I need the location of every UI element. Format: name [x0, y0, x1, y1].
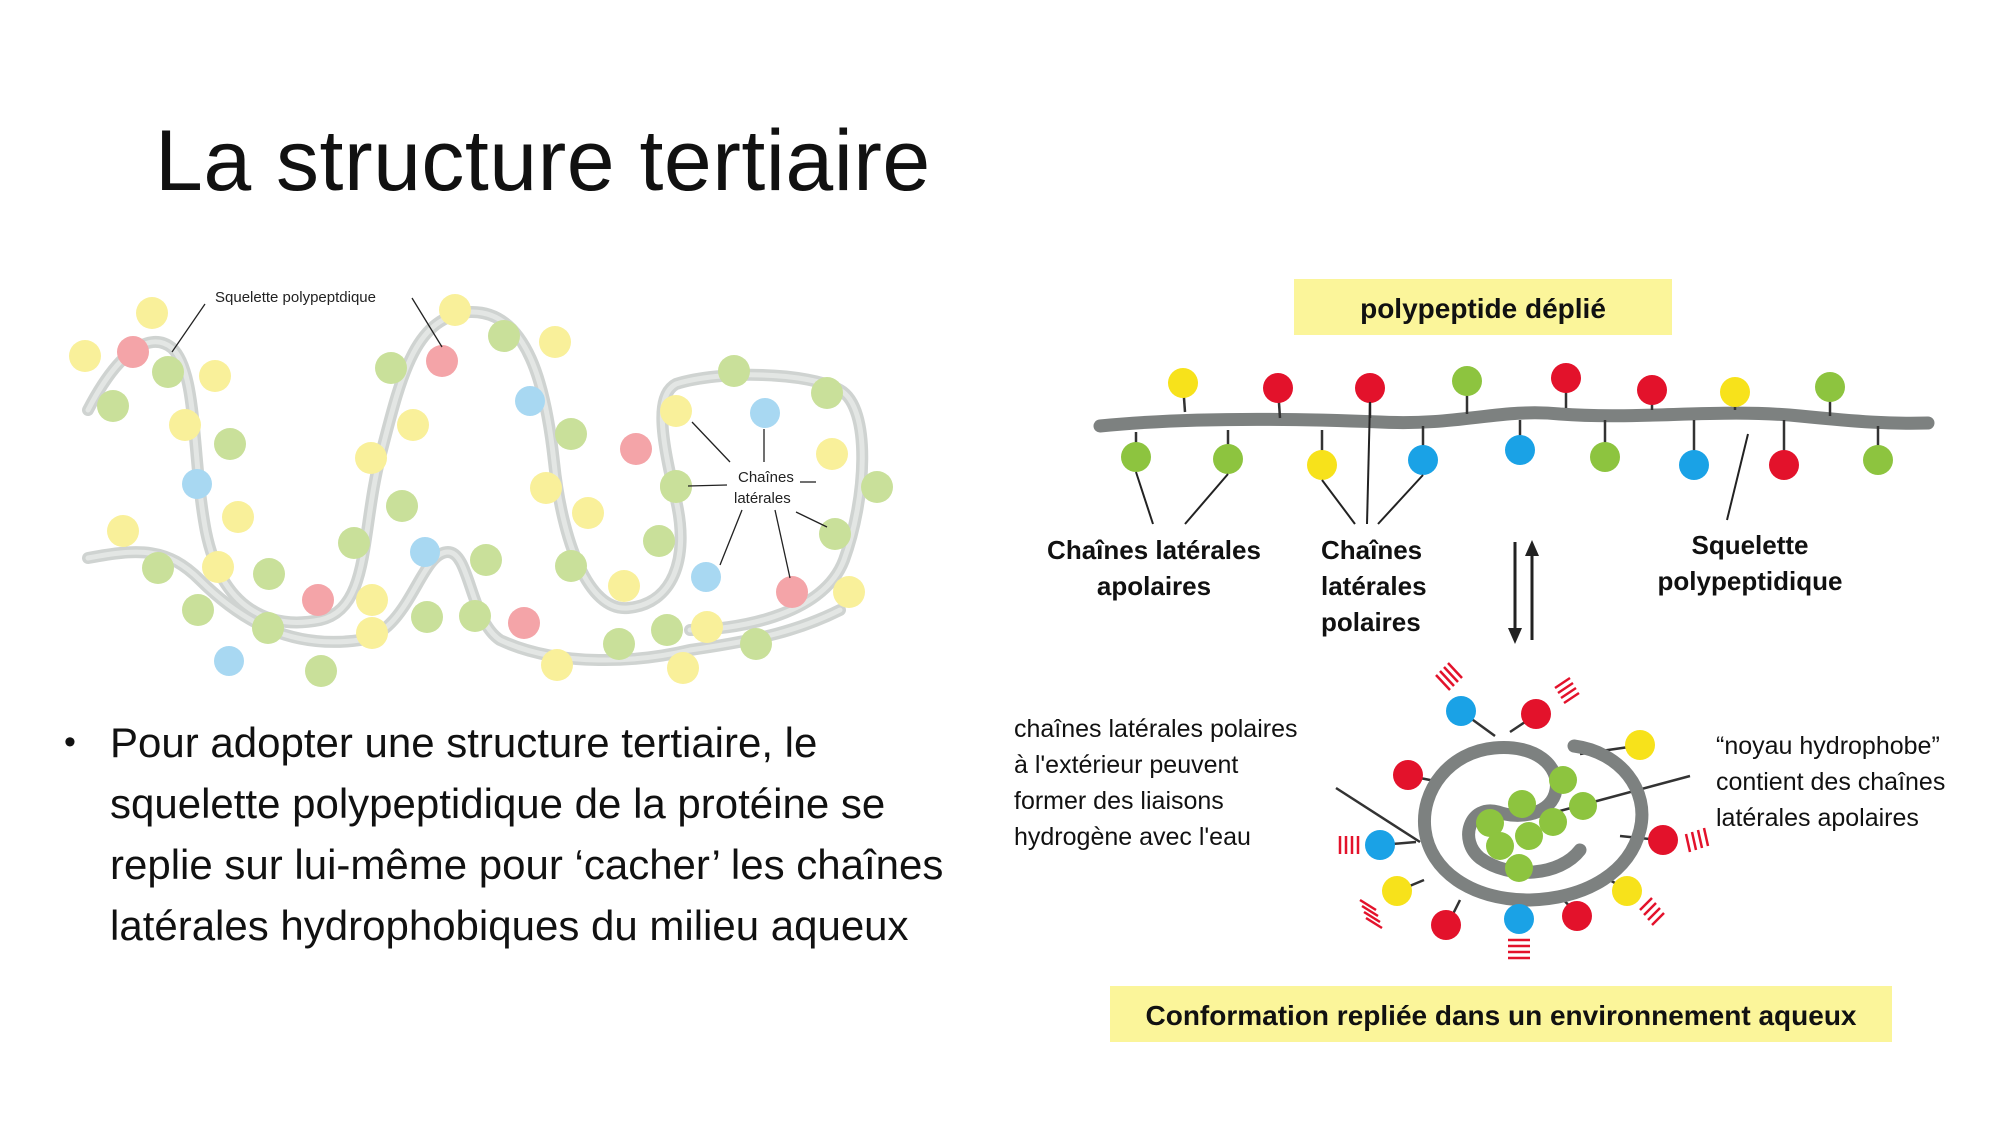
note-left-4: hydrogène avec l'eau: [1014, 823, 1251, 851]
unfolded-backbone: [1093, 406, 1935, 433]
right-diagram: polypeptide déplié: [1014, 279, 1945, 1042]
banner-top-text: polypeptide déplié: [1360, 293, 1606, 324]
note-left-1: chaînes latérales polaires: [1014, 715, 1298, 743]
note-right-1: “noyau hydrophobe”: [1716, 732, 1940, 760]
left-side-chains: [69, 294, 893, 687]
label-polar-2: latérales: [1321, 571, 1427, 601]
bullet-dot-icon: •: [64, 723, 76, 761]
bullet-text: Pour adopter une structure tertiaire, le…: [110, 719, 944, 949]
unfolded-side-chains-top: [1168, 363, 1845, 419]
slide-title: La structure tertiaire: [155, 113, 931, 209]
banner-top: [1294, 279, 1672, 335]
equilibrium-arrows-icon: [1508, 540, 1539, 644]
label-polar-1: Chaînes: [1321, 535, 1422, 565]
right-label-lines: [1135, 401, 1749, 525]
label-backbone-1: Squelette: [1691, 530, 1808, 560]
label-apolar-1: Chaînes latérales: [1047, 535, 1261, 565]
label-polar-3: polaires: [1321, 607, 1421, 637]
banner-bottom-text: Conformation repliée dans un environneme…: [1146, 1000, 1857, 1031]
note-right-3: latérales apolaires: [1716, 804, 1919, 832]
left-label-side-1: Chaînes: [738, 469, 794, 486]
water-hatch-icon: [1338, 662, 1710, 960]
label-backbone-2: polypeptidique: [1658, 566, 1843, 596]
note-right-2: contient des chaînes: [1716, 768, 1945, 796]
unfolded-side-chains-bottom: [1121, 420, 1893, 480]
note-left-2: à l'extérieur peuvent: [1014, 751, 1238, 779]
left-label-side-2: latérales: [734, 490, 791, 507]
bullet-item: • Pour adopter une structure tertiaire, …: [58, 712, 958, 956]
left-label-lines: [171, 297, 828, 579]
banner-bottom: [1110, 986, 1892, 1042]
note-left-3: former des liaisons: [1014, 787, 1224, 815]
left-label-backbone: Squelette polypeptdique: [215, 289, 376, 306]
bullet-list: • Pour adopter une structure tertiaire, …: [58, 712, 958, 956]
left-diagram: Squelette polypeptdique Chaînes latérale…: [69, 289, 893, 687]
label-apolar-2: apolaires: [1097, 571, 1211, 601]
folded-protein: [1335, 662, 1710, 960]
left-backbone-lower-shade: [85, 549, 843, 663]
